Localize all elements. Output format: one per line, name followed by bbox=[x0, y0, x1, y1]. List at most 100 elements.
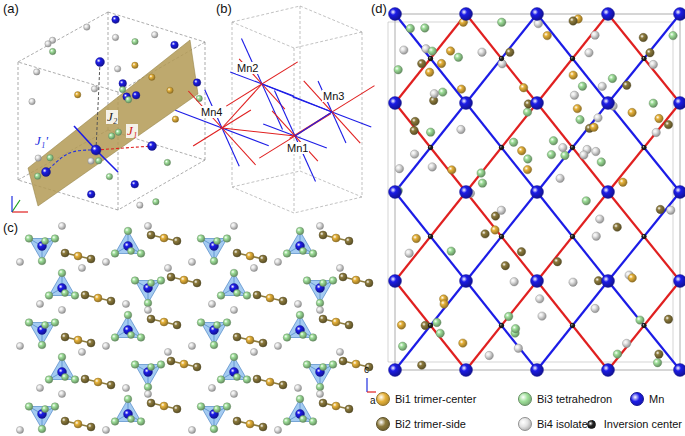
atom bbox=[137, 418, 145, 426]
atom bbox=[47, 155, 53, 161]
atom bbox=[25, 319, 33, 327]
atom bbox=[217, 292, 225, 300]
panel-label: (b) bbox=[216, 2, 232, 16]
legend-swatch bbox=[518, 392, 532, 406]
bond-line bbox=[537, 192, 608, 281]
atom bbox=[223, 319, 231, 327]
atom bbox=[523, 108, 531, 116]
bond-line bbox=[205, 42, 206, 160]
atom bbox=[477, 169, 485, 177]
atom bbox=[332, 402, 340, 410]
atom bbox=[499, 145, 503, 149]
atom bbox=[499, 56, 503, 60]
atom bbox=[591, 304, 599, 312]
atom bbox=[531, 364, 544, 377]
atom bbox=[233, 333, 241, 341]
atom bbox=[111, 334, 119, 342]
atom bbox=[95, 158, 101, 164]
atom bbox=[266, 294, 274, 302]
atom bbox=[623, 81, 631, 89]
atom bbox=[160, 318, 168, 326]
atom bbox=[180, 360, 188, 368]
atom bbox=[602, 186, 615, 199]
atom bbox=[51, 235, 59, 243]
atom bbox=[590, 123, 598, 131]
atom bbox=[389, 97, 402, 110]
atom bbox=[504, 312, 512, 320]
bond-line bbox=[96, 146, 152, 150]
atom bbox=[42, 406, 49, 413]
atom bbox=[569, 71, 577, 79]
atom bbox=[16, 342, 23, 349]
atom bbox=[197, 319, 205, 327]
atom bbox=[137, 202, 143, 208]
atom bbox=[283, 418, 291, 426]
atom bbox=[188, 426, 195, 433]
site-label: Mn3 bbox=[322, 90, 345, 102]
axis-label: c bbox=[364, 364, 369, 375]
bond-line bbox=[300, 6, 362, 32]
bond-line bbox=[395, 14, 466, 103]
atom bbox=[303, 361, 311, 369]
atom bbox=[111, 250, 119, 258]
bond-line bbox=[18, 12, 108, 62]
atom bbox=[524, 155, 532, 163]
bond-line bbox=[608, 281, 680, 370]
atom bbox=[45, 41, 51, 47]
atom bbox=[300, 416, 307, 423]
atom bbox=[543, 31, 551, 39]
atom bbox=[144, 390, 151, 397]
atom bbox=[246, 336, 254, 344]
atom bbox=[440, 300, 448, 308]
atom bbox=[439, 88, 447, 96]
atom bbox=[570, 56, 574, 60]
atom bbox=[481, 230, 489, 238]
atom bbox=[259, 339, 267, 347]
atom bbox=[428, 234, 432, 238]
atom bbox=[594, 114, 602, 122]
atom bbox=[448, 166, 456, 174]
atom bbox=[497, 206, 505, 214]
atom bbox=[592, 232, 600, 240]
bond-line bbox=[118, 160, 205, 210]
atom bbox=[674, 8, 685, 21]
atom bbox=[646, 48, 654, 56]
legend-swatch bbox=[587, 420, 596, 429]
atom bbox=[412, 234, 420, 242]
atom bbox=[74, 92, 80, 98]
atom bbox=[602, 97, 615, 110]
atom bbox=[250, 264, 257, 271]
bond-line bbox=[294, 48, 295, 213]
atom bbox=[478, 48, 486, 56]
atom bbox=[124, 311, 132, 319]
atom bbox=[274, 342, 281, 349]
atom bbox=[210, 341, 218, 349]
bond-line bbox=[466, 192, 537, 281]
atom bbox=[34, 173, 40, 179]
atom bbox=[309, 418, 317, 426]
atom bbox=[389, 186, 402, 199]
atom bbox=[266, 378, 274, 386]
atom bbox=[570, 145, 574, 149]
atom bbox=[352, 360, 360, 368]
atom bbox=[309, 250, 317, 258]
atom bbox=[561, 151, 569, 159]
atom bbox=[74, 336, 82, 344]
atom bbox=[656, 205, 664, 213]
bond-line bbox=[295, 112, 332, 136]
atom bbox=[148, 364, 155, 371]
atom bbox=[164, 348, 171, 355]
atom bbox=[164, 159, 170, 165]
atom bbox=[148, 142, 157, 151]
bond-line bbox=[11, 196, 12, 212]
atom bbox=[29, 98, 35, 104]
atom bbox=[294, 384, 301, 391]
bond-line bbox=[96, 62, 100, 150]
atom bbox=[230, 222, 237, 229]
atom bbox=[499, 56, 503, 60]
atom bbox=[578, 82, 586, 90]
atom bbox=[411, 117, 419, 125]
bond-line bbox=[232, 22, 233, 187]
atom bbox=[428, 234, 432, 238]
